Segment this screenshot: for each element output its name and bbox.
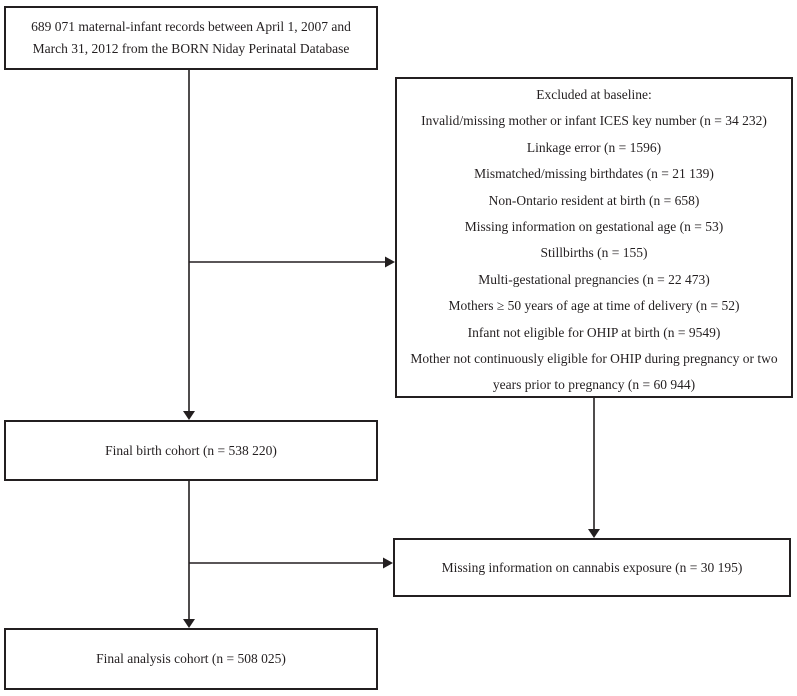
excluded-baseline-box: Excluded at baseline: Invalid/missing mo…	[395, 77, 793, 398]
excluded-item: Mismatched/missing birthdates (n = 21 13…	[474, 166, 714, 182]
final-analysis-cohort-text: Final analysis cohort (n = 508 025)	[96, 651, 286, 666]
arrow-excluded-to-cannabis	[588, 398, 600, 538]
source-records-box: 689 071 maternal-infant records between …	[4, 6, 378, 70]
arrow-branch-to-cannabis	[189, 557, 393, 569]
excluded-item: Multi-gestational pregnancies (n = 22 47…	[478, 271, 710, 287]
arrow-birth-to-analysis	[183, 481, 195, 628]
source-records-text: 689 071 maternal-infant records between …	[31, 19, 351, 56]
excluded-item: Infant not eligible for OHIP at birth (n…	[467, 324, 721, 340]
arrow-source-to-birth-cohort	[183, 70, 195, 420]
excluded-item: Invalid/missing mother or infant ICES ke…	[421, 113, 767, 129]
arrow-branch-to-excluded	[189, 256, 395, 268]
excluded-item: Non-Ontario resident at birth (n = 658)	[488, 192, 700, 208]
excluded-baseline-title: Excluded at baseline:	[536, 87, 652, 102]
final-birth-cohort-box: Final birth cohort (n = 538 220)	[4, 420, 378, 481]
excluded-item: Stillbirths (n = 155)	[540, 245, 648, 261]
excluded-item: Missing information on gestational age (…	[464, 219, 724, 235]
excluded-item: Mothers ≥ 50 years of age at time of del…	[448, 298, 740, 314]
missing-cannabis-exposure-text: Missing information on cannabis exposure…	[441, 559, 743, 575]
missing-cannabis-exposure-box: Missing information on cannabis exposure…	[393, 538, 791, 597]
excluded-baseline-items: Invalid/missing mother or infant ICES ke…	[403, 108, 785, 398]
excluded-item: Linkage error (n = 1596)	[526, 139, 662, 155]
final-analysis-cohort-box: Final analysis cohort (n = 508 025)	[4, 628, 378, 690]
final-birth-cohort-text: Final birth cohort (n = 538 220)	[105, 442, 277, 458]
excluded-item: Mother not continuously eligible for OHI…	[410, 351, 778, 393]
